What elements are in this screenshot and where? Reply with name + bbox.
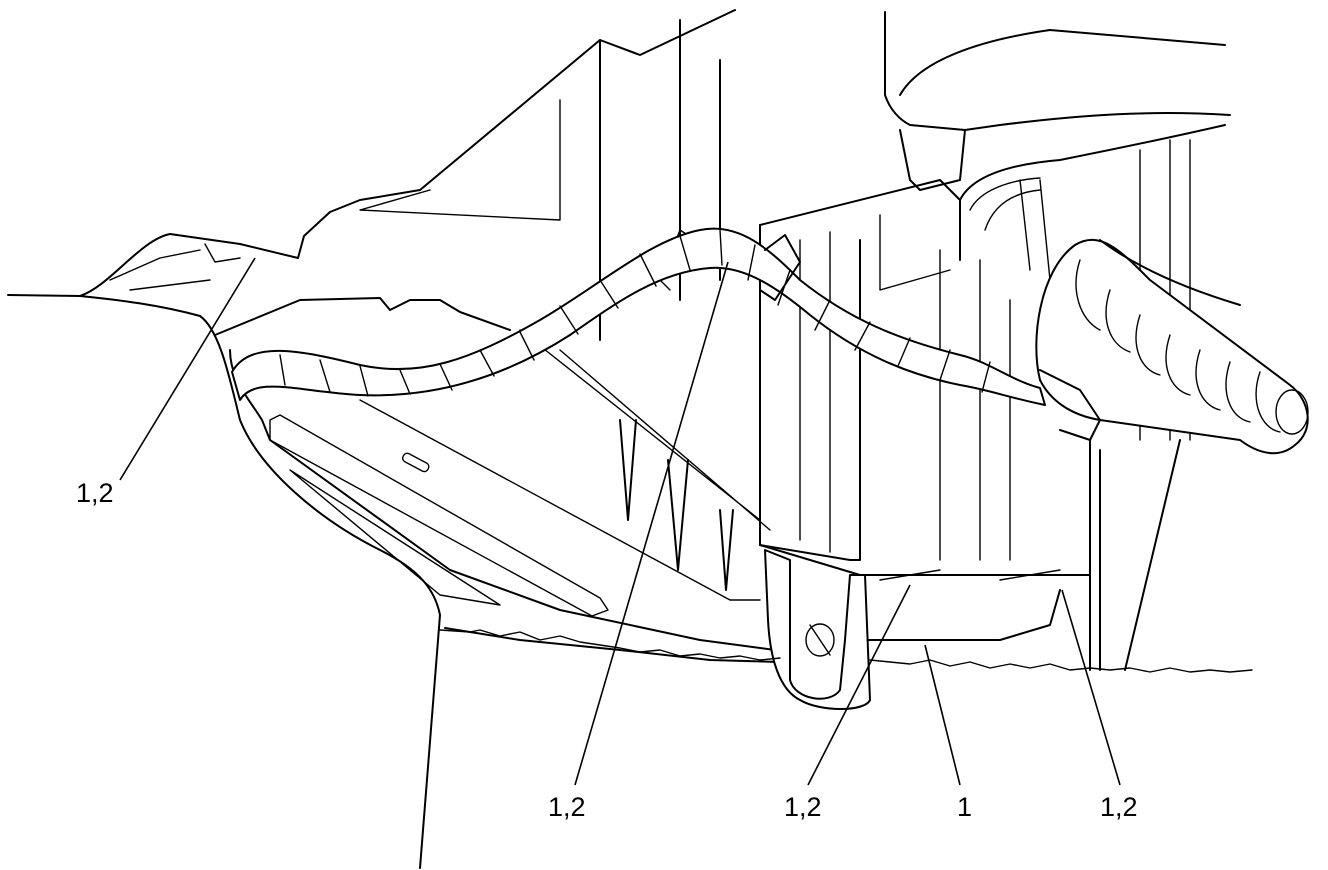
floor-line [439,629,1253,673]
callout-leader-left [119,257,256,481]
callout-label-one: 1 [957,792,972,822]
dash-panel [7,9,736,869]
callout-label-left: 1,2 [76,478,114,508]
callout-leader-right [1061,589,1121,786]
callout-leader-center-right [807,584,911,786]
module-housing [214,19,781,663]
callout-label-center-right: 1,2 [784,792,822,822]
blower-motor [884,11,1231,281]
wiring-harness [231,227,1046,406]
callout-leader-center-left [574,261,729,786]
mounting-bracket [764,549,871,710]
callout-label-center-left: 1,2 [548,792,586,822]
harness-connector [1035,239,1309,455]
callout-leader-one [924,644,961,786]
callout-label-right: 1,2 [1100,792,1138,822]
